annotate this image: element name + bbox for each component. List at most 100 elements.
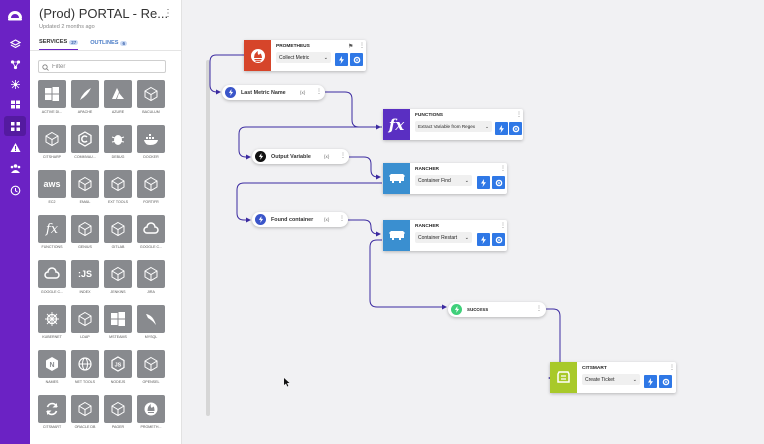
- filter-input[interactable]: [52, 63, 162, 70]
- service-tile[interactable]: AZURE: [104, 80, 132, 114]
- pill-success[interactable]: success ⋮: [448, 302, 546, 317]
- app-rail: [0, 0, 30, 444]
- pill-found-container[interactable]: Found container {x} ⋮: [252, 212, 348, 227]
- service-tile[interactable]: PAGER: [104, 395, 132, 429]
- history-icon[interactable]: [8, 183, 22, 197]
- layers-icon[interactable]: [8, 37, 22, 51]
- edge-lastmetric-to-functions: [325, 91, 381, 130]
- service-tile[interactable]: GOOGLE C...: [137, 215, 165, 249]
- node-rancher-restart-action: Container Restart: [418, 234, 458, 241]
- workflows-icon[interactable]: [4, 116, 26, 136]
- settings-button[interactable]: [659, 375, 672, 388]
- service-tile[interactable]: GENIUS: [71, 215, 99, 249]
- service-label: GOOGLE C...: [40, 290, 64, 294]
- tab-outlines[interactable]: OUTLINES 6: [90, 39, 127, 51]
- nodejs-icon: JS: [104, 350, 132, 378]
- service-tile[interactable]: EXT TOOLS: [104, 170, 132, 204]
- more-options-icon[interactable]: ⋮: [163, 8, 173, 19]
- node-citsmart-menu-icon[interactable]: ⋮: [669, 365, 675, 371]
- service-tile[interactable]: KUBERNET: [38, 305, 66, 339]
- lightning-button[interactable]: [495, 122, 508, 135]
- node-citsmart[interactable]: CITSMART ⋮ Create Ticket ⌄: [550, 362, 676, 393]
- service-tile[interactable]: CITSHARP: [38, 125, 66, 159]
- lightning-button[interactable]: [477, 176, 490, 189]
- workflow-canvas[interactable]: PROMETHEUS ⚑ ⋮ Collect Metric ⌄ Last Met…: [182, 0, 764, 444]
- settings-button[interactable]: [350, 53, 363, 66]
- service-tile[interactable]: APACHE: [71, 80, 99, 114]
- node-prometheus-action-select[interactable]: Collect Metric ⌄: [276, 52, 331, 63]
- service-tile[interactable]: MYSQL: [137, 305, 165, 339]
- service-tile[interactable]: EMAIL: [71, 170, 99, 204]
- node-functions-menu-icon[interactable]: ⋮: [516, 112, 522, 118]
- service-tile[interactable]: GITLAB: [104, 215, 132, 249]
- dashboard-icon[interactable]: [8, 97, 22, 111]
- node-rancher-restart[interactable]: RANCHER ⋮ Container Restart ⌄: [383, 220, 507, 251]
- service-tile[interactable]: GOOGLE C...: [38, 260, 66, 294]
- pill-menu-icon[interactable]: ⋮: [536, 306, 542, 312]
- flag-icon[interactable]: ⚑: [348, 44, 354, 50]
- service-tile[interactable]: JENKINS: [104, 260, 132, 294]
- edge-outputvar-to-rancher1: [349, 156, 381, 180]
- share-nodes-icon[interactable]: [8, 57, 22, 71]
- service-tile[interactable]: BACULUM: [137, 80, 165, 114]
- service-tile[interactable]: JIRA: [137, 260, 165, 294]
- node-prometheus-action: Collect Metric: [279, 54, 310, 61]
- lightning-button[interactable]: [335, 53, 348, 66]
- settings-button[interactable]: [509, 122, 522, 135]
- lightning-button[interactable]: [477, 233, 490, 246]
- service-tile[interactable]: CITSMART: [38, 395, 66, 429]
- node-prometheus[interactable]: PROMETHEUS ⚑ ⋮ Collect Metric ⌄: [244, 40, 366, 71]
- service-tile[interactable]: ACTIVE DI...: [38, 80, 66, 114]
- node-rancher-find[interactable]: RANCHER ⋮ Container Find ⌄: [383, 163, 507, 194]
- app-logo-icon[interactable]: [6, 6, 24, 22]
- node-rancher-restart-menu-icon[interactable]: ⋮: [500, 223, 506, 229]
- cube-icon: [104, 260, 132, 288]
- pill-menu-icon[interactable]: ⋮: [339, 216, 345, 222]
- settings-button[interactable]: [492, 233, 505, 246]
- node-functions[interactable]: fx FUNCTIONS ⋮ Extract Variable from Reg…: [383, 109, 523, 140]
- pill-last-metric-name[interactable]: Last Metric Name {x} ⋮: [222, 85, 325, 100]
- service-label: FORTIFR: [143, 200, 159, 204]
- alert-icon[interactable]: [8, 140, 22, 154]
- service-tile[interactable]: DOCKER: [137, 125, 165, 159]
- node-rancher-find-menu-icon[interactable]: ⋮: [500, 166, 506, 172]
- node-prometheus-menu-icon[interactable]: ⋮: [359, 43, 365, 49]
- service-tile[interactable]: NET TOOLS: [71, 350, 99, 384]
- pill-menu-icon[interactable]: ⋮: [340, 153, 346, 159]
- node-rancher-restart-action-select[interactable]: Container Restart ⌄: [415, 232, 472, 243]
- service-tile[interactable]: PROMETH...: [137, 395, 165, 429]
- chevron-down-icon: ⌄: [632, 376, 637, 383]
- refresh-icon: [38, 395, 66, 423]
- pill-menu-icon[interactable]: ⋮: [316, 89, 322, 95]
- svg-text:N: N: [49, 362, 54, 369]
- cube-icon: [104, 170, 132, 198]
- service-tile[interactable]: MSTEAMS: [104, 305, 132, 339]
- network-icon[interactable]: [8, 77, 22, 91]
- node-rancher-find-action-select[interactable]: Container Find ⌄: [415, 175, 472, 186]
- lightning-button[interactable]: [644, 375, 657, 388]
- service-tile[interactable]: DEBUG: [104, 125, 132, 159]
- settings-button[interactable]: [492, 176, 505, 189]
- service-tile[interactable]: JS NODEJS: [104, 350, 132, 384]
- cube-icon: [137, 80, 165, 108]
- panel-scrollbar[interactable]: [206, 60, 210, 416]
- service-tile[interactable]: LDAP: [71, 305, 99, 339]
- service-label: NODEJS: [110, 380, 126, 384]
- service-tile[interactable]: COMMVAU...: [71, 125, 99, 159]
- service-label: EXT TOOLS: [108, 200, 128, 204]
- node-functions-action-select[interactable]: Extract Variable from Regex ⌄: [415, 121, 492, 132]
- service-tile[interactable]: ORACLE DB: [71, 395, 99, 429]
- pill-output-variable[interactable]: Output Variable {x} ⋮: [252, 149, 349, 164]
- rancher-icon: [383, 220, 410, 251]
- node-citsmart-action-select[interactable]: Create Ticket ⌄: [582, 374, 640, 385]
- service-label: CITSHARP: [42, 155, 62, 159]
- helm-icon: [38, 305, 66, 333]
- team-icon[interactable]: [8, 161, 22, 175]
- prometheus-icon: [137, 395, 165, 423]
- service-tile[interactable]: FORTIFR: [137, 170, 165, 204]
- service-tile[interactable]: OPENSEL: [137, 350, 165, 384]
